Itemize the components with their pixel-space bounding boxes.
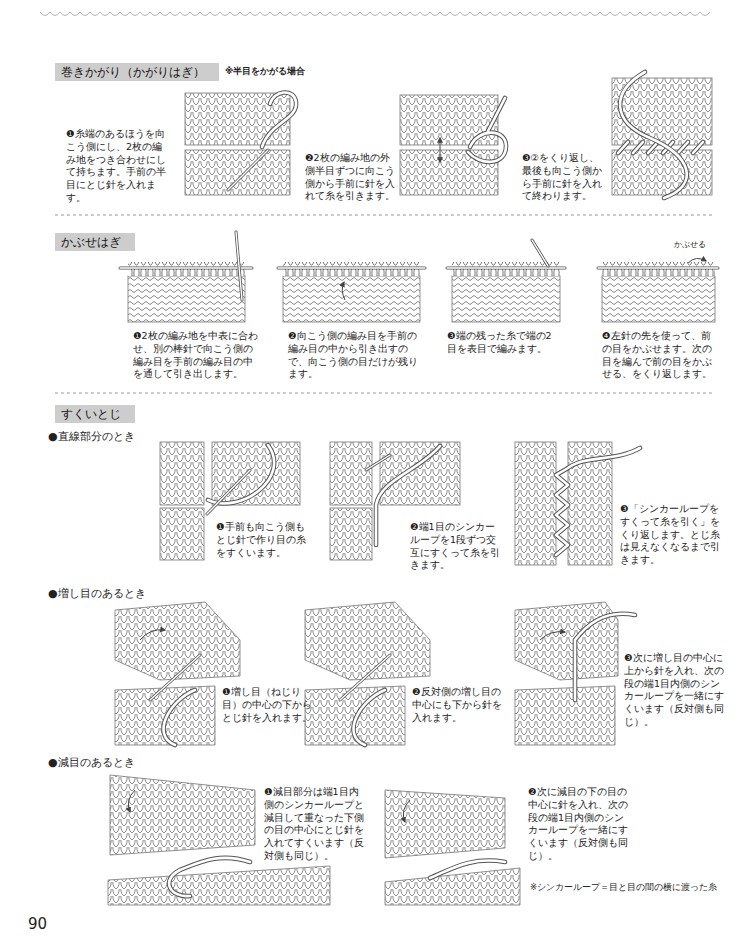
step-text: ❶手前も向こう側もとじ針で作り目の糸をすくいます。 — [216, 521, 310, 559]
whipstitch-step3-figure — [612, 72, 712, 198]
step-text: ❶糸端のあるほうを向こう側にし、2枚の編み地をつき合わせにして持ちます。手前の半… — [66, 128, 168, 205]
header-note: ※半目をかがる場合 — [225, 66, 305, 77]
mattress-increase-step3-figure — [515, 602, 635, 745]
whipstitch-step2-figure — [400, 95, 506, 195]
dashed-separator — [55, 393, 712, 394]
step-text: ❷向こう側の編み目を手前の編み目の中から引き出すので、向こう側の目だけが残ります… — [288, 330, 420, 381]
section-title: かぶせはぎ — [61, 235, 121, 249]
step-text: ❶2枚の編み地を中表に合わせ、別の棒針で向こう側の編み目を手前の編み目の中を通し… — [133, 330, 261, 381]
step-text: ❸次に増し目の中心に上から針を入れ、次の段の端1目内側のシンカーループを一緒にす… — [624, 652, 728, 729]
step-text: ❷2枚の編み地の外側半目ずつに向こう側から手前に針を入れて糸を引きます。 — [305, 152, 399, 203]
bind-off-seam-step3-figure — [447, 240, 565, 322]
step-text: ❷反対側の増し目の中心にも下から針を入れます。 — [412, 686, 506, 724]
wave-border — [40, 8, 710, 18]
section-header-bar: すくいとじ — [55, 405, 135, 423]
page-number: 90 — [28, 914, 47, 934]
mattress-increase-step1-figure — [115, 602, 240, 745]
step-text: ❸「シンカーループをすくって糸を引く」をくり返します。とじ糸は見えなくなるまで引… — [620, 503, 724, 567]
section-header-bar: かぶせはぎ — [55, 233, 135, 251]
sub-heading: ●直線部分のとき — [48, 430, 135, 445]
step-text: ❸②をくり返し、最後も向こう側から手前に針を入れて終わります。 — [522, 152, 606, 203]
dashed-separator — [55, 215, 712, 216]
step-text: ❶減目部分は端1目内側のシンカーループと減目して重なった下側の目の中心にとじ針を… — [264, 786, 368, 863]
bind-off-seam-step2-figure — [278, 262, 425, 322]
section-header-bar: 巻きかがり（かがりはぎ） — [55, 63, 219, 81]
sub-heading: ●増し目のあるとき — [48, 587, 146, 602]
whipstitch-step1-figure — [185, 92, 296, 195]
bind-off-seam-step4-figure — [598, 258, 718, 322]
footnote: ※シンカーループ＝目と目の間の横に渡った糸 — [530, 882, 717, 893]
bind-off-seam-step1-figure — [120, 232, 252, 322]
step-text: ❸端の残った糸で端の2目を表目で編みます。 — [447, 330, 561, 356]
action-label: かぶせる — [674, 240, 706, 250]
step-text: ❷端1目のシンカーループを1段ずつ交互にすくって糸を引きます。 — [410, 521, 504, 572]
step-text: ❷次に減目の下の目の中心に針を入れ、次の段の端1目内側のシンカーループを一緒にす… — [528, 786, 632, 863]
mattress-decrease-step2-figure — [385, 790, 520, 905]
mattress-increase-step2-figure — [305, 602, 430, 745]
sub-heading: ●減目のあるとき — [48, 756, 135, 771]
section-title: すくいとじ — [61, 407, 121, 421]
step-text: ❶増し目（ねじり目）の中心の下からとじ針を入れます。 — [222, 686, 320, 724]
section-title: 巻きかがり（かがりはぎ） — [61, 65, 205, 79]
step-text: ❹左針の先を使って、前の目をかぶせます。次の目を編んで前の目をかぶせる、をくり返… — [602, 330, 718, 381]
